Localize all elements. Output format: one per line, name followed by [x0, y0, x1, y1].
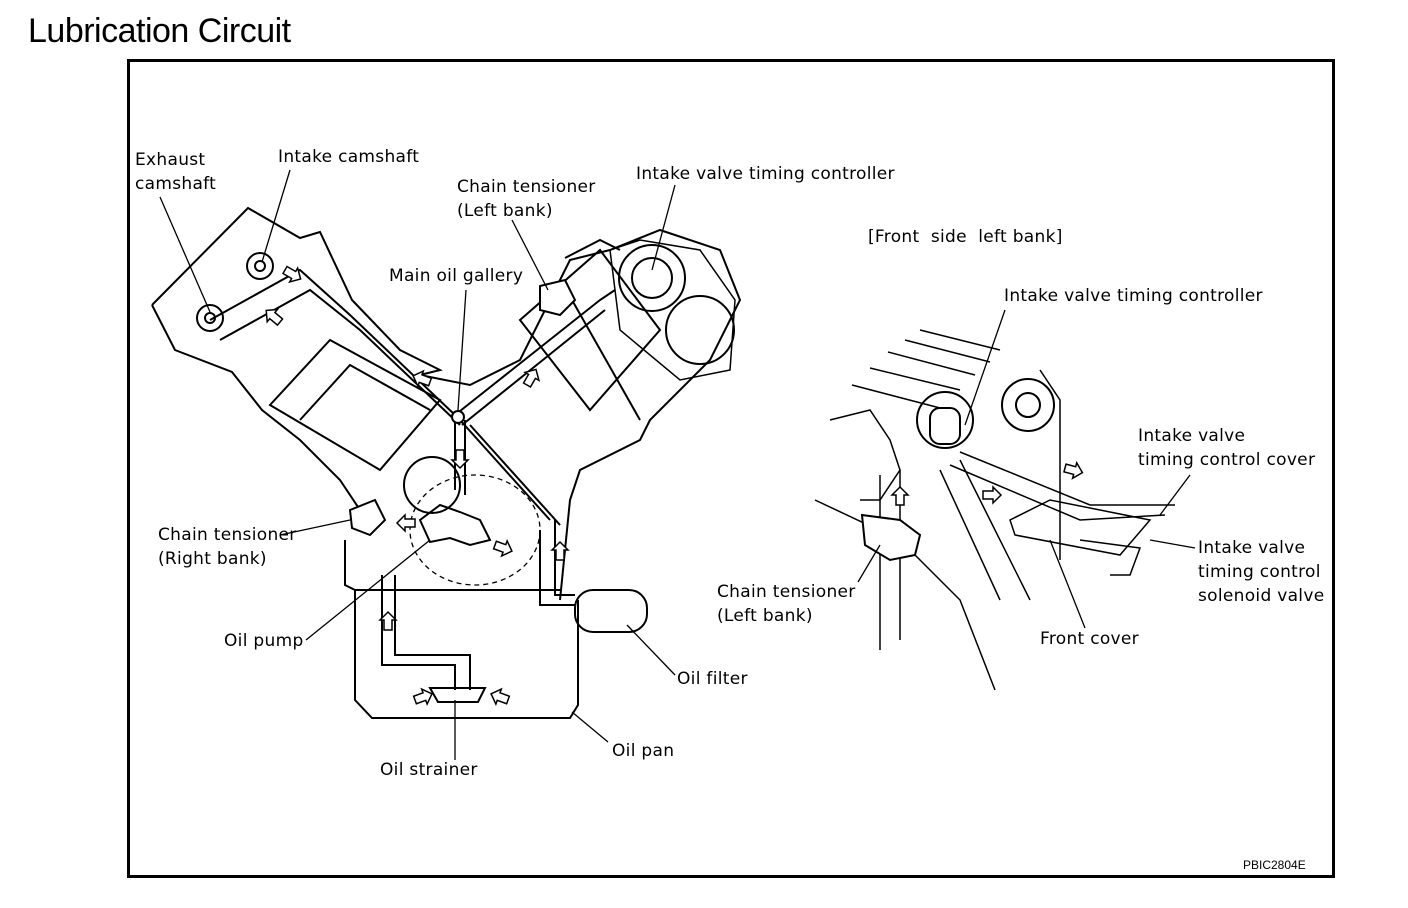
label-exhaust-camshaft: Exhaust camshaft: [135, 150, 217, 194]
label-oil-pan: Oil pan: [612, 741, 675, 761]
label-main-oil-gallery: Main oil gallery: [389, 266, 524, 286]
main-oil-gallery-node: [451, 410, 465, 424]
detail-caption: [Front side left bank]: [868, 227, 1063, 247]
chain-tensioner-shapes: [348, 278, 577, 537]
leader-lines-main: [159, 169, 676, 760]
flow-arrows: [260, 262, 569, 709]
detail-label-intake-valve-timing-controller: Intake valve timing controller: [1004, 286, 1263, 306]
detail-tensioner: [860, 513, 922, 562]
detail-label-solenoid-valve: Intake valve timing control solenoid val…: [1198, 538, 1325, 606]
page-title: Lubrication Circuit: [28, 12, 291, 50]
diagram-frame: [127, 59, 1335, 878]
figure-code: PBIC2804E: [1243, 858, 1306, 872]
label-chain-tensioner-left-bank: Chain tensioner (Left bank): [457, 177, 596, 221]
detail-sprockets: [916, 378, 1055, 449]
label-oil-filter: Oil filter: [677, 669, 748, 689]
camshaft-circles: [196, 252, 274, 332]
detail-flow-arrows: [891, 459, 1086, 506]
label-intake-valve-timing-controller: Intake valve timing controller: [636, 164, 895, 184]
detail-label-front-cover: Front cover: [1040, 629, 1139, 649]
oil-gallery-lines: [209, 268, 616, 526]
label-oil-strainer: Oil strainer: [380, 760, 478, 780]
label-chain-tensioner-right-bank: Chain tensioner (Right bank): [158, 525, 297, 569]
label-oil-pump: Oil pump: [224, 631, 304, 651]
intake-valve-timing-sprocket: [609, 239, 736, 381]
detail-label-timing-control-cover: Intake valve timing control cover: [1138, 426, 1316, 470]
detail-label-chain-tensioner-left-bank: Chain tensioner (Left bank): [717, 582, 856, 626]
leader-lines-detail: [857, 309, 1196, 629]
engine-block-outline: [151, 206, 742, 719]
label-intake-camshaft: Intake camshaft: [278, 147, 420, 167]
